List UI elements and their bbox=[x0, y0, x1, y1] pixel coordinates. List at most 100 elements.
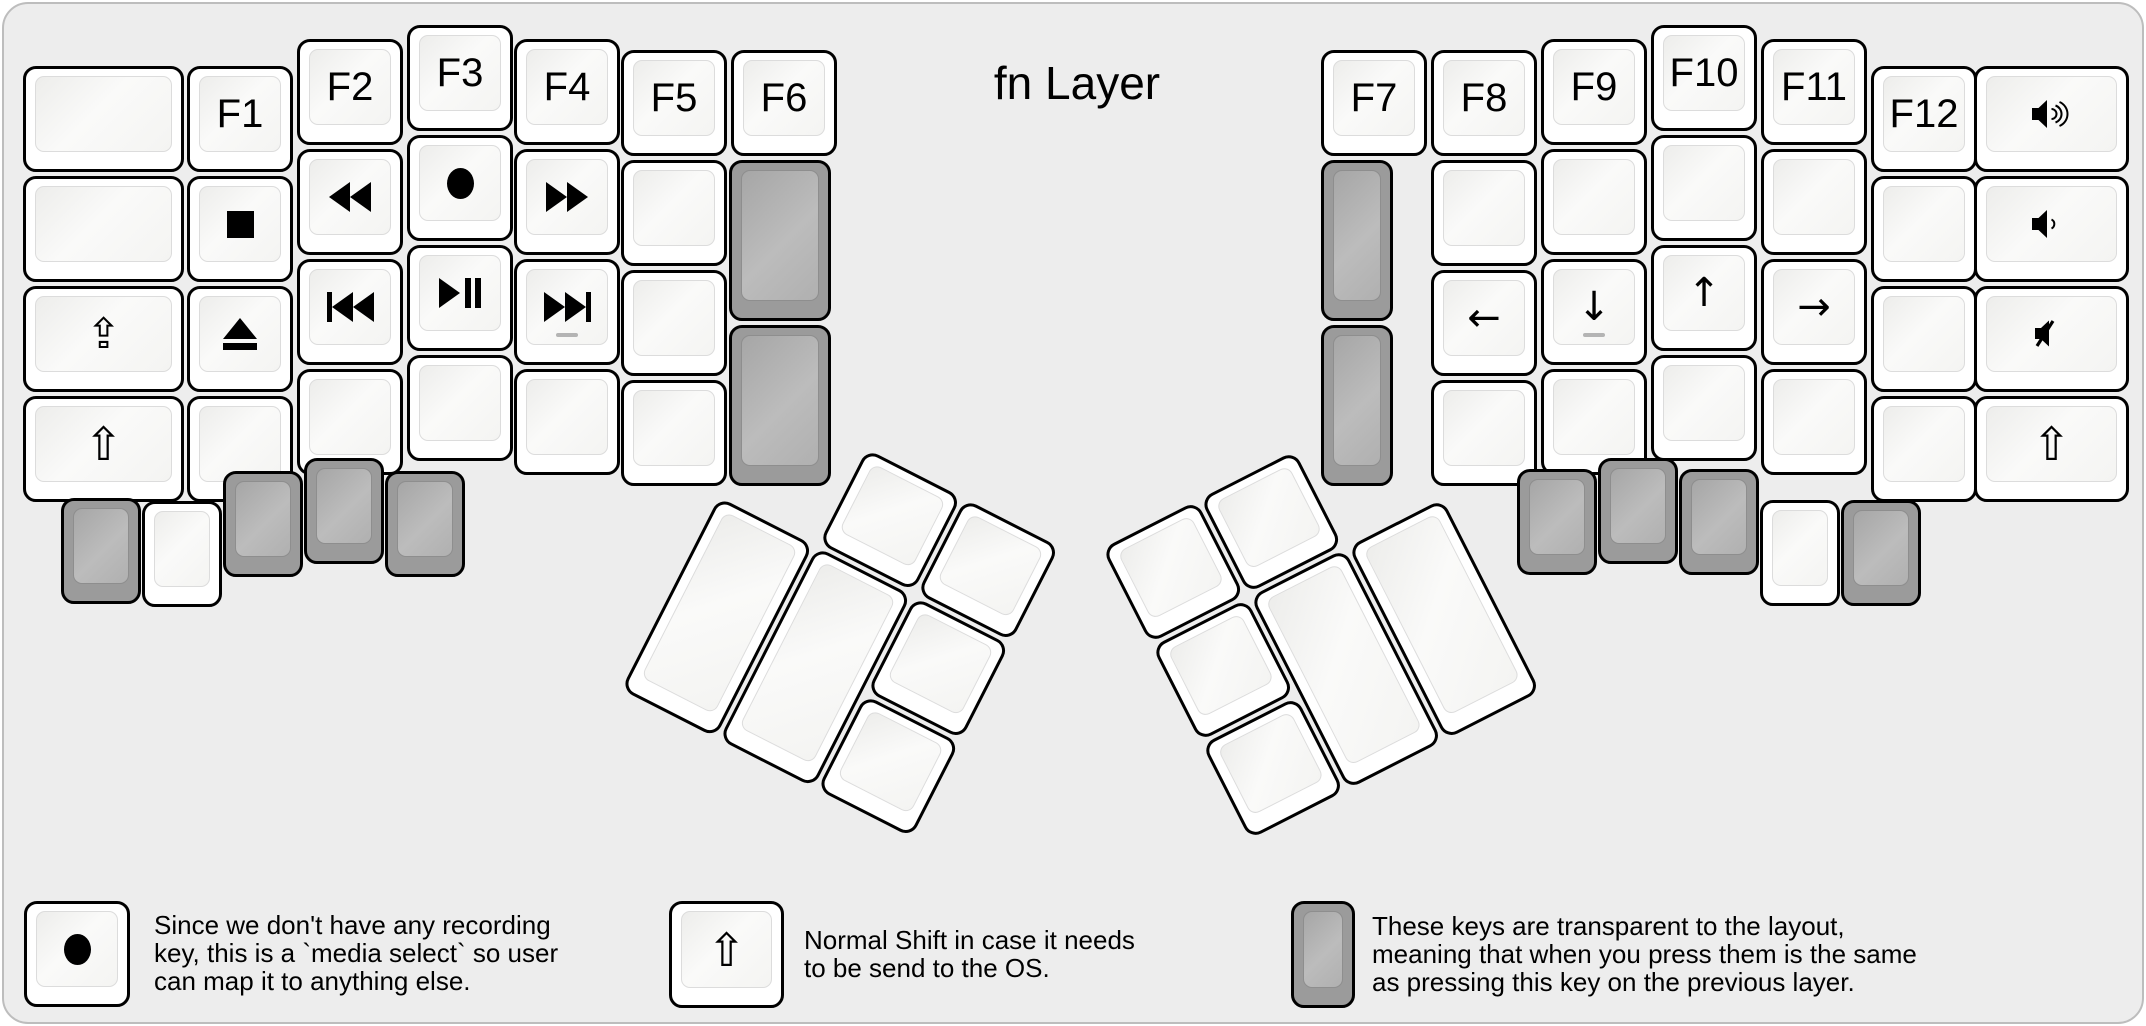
homing-bar bbox=[1583, 333, 1605, 337]
key-blank bbox=[142, 501, 222, 607]
key-f3: F3 bbox=[407, 25, 513, 131]
key-f5: F5 bbox=[621, 50, 727, 156]
rewind-icon bbox=[329, 182, 371, 212]
key-transparent bbox=[223, 471, 303, 577]
key-f6: F6 bbox=[731, 50, 837, 156]
down-icon: ↓ bbox=[1577, 284, 1611, 330]
shift-icon: ⇧ bbox=[84, 417, 123, 471]
key-label: F2 bbox=[326, 64, 374, 109]
key-arrow-left: ← bbox=[1431, 270, 1537, 376]
key-f7: F7 bbox=[1321, 50, 1427, 156]
key-play-pause bbox=[407, 245, 513, 351]
key-arrow-up: ↑ bbox=[1651, 245, 1757, 351]
key-transparent bbox=[729, 160, 831, 321]
record-icon bbox=[446, 167, 474, 199]
key-f4: F4 bbox=[514, 39, 620, 145]
key-blank bbox=[1761, 369, 1867, 475]
key-transparent bbox=[1321, 160, 1393, 321]
key-blank bbox=[1431, 380, 1537, 486]
key-label: F5 bbox=[650, 75, 698, 120]
key-label: F1 bbox=[216, 91, 264, 136]
key-label: F4 bbox=[543, 64, 591, 109]
key-blank bbox=[1431, 160, 1537, 266]
next-icon bbox=[543, 292, 591, 322]
key-blank bbox=[1651, 355, 1757, 461]
capsshift-icon: ⇪ bbox=[85, 309, 122, 358]
right-icon: → bbox=[1797, 284, 1831, 330]
shift-icon: ⇧ bbox=[707, 922, 746, 977]
key-blank bbox=[514, 369, 620, 475]
key-blank bbox=[1760, 500, 1840, 606]
key-shift-right: ⇧ bbox=[1974, 396, 2129, 502]
record-icon bbox=[63, 933, 91, 965]
key-blank bbox=[1541, 149, 1647, 255]
key-label: F6 bbox=[760, 75, 808, 120]
key-f1: F1 bbox=[187, 66, 293, 172]
key-blank bbox=[23, 176, 184, 282]
key-arrow-down: ↓ bbox=[1541, 259, 1647, 365]
key-caps-shift: ⇪ bbox=[23, 286, 184, 392]
key-volume-down bbox=[1974, 176, 2129, 282]
shift-icon: ⇧ bbox=[2032, 417, 2071, 471]
key-next-track bbox=[514, 259, 620, 365]
key-blank bbox=[1871, 396, 1977, 502]
key-blank bbox=[23, 66, 184, 172]
key-transparent bbox=[1321, 325, 1393, 486]
key-blank bbox=[407, 355, 513, 461]
key-f12: F12 bbox=[1871, 66, 1977, 172]
key-transparent bbox=[1679, 469, 1759, 575]
mute-icon bbox=[2029, 317, 2075, 351]
volup-icon bbox=[2029, 97, 2075, 131]
key-label: F9 bbox=[1570, 64, 1618, 109]
key-label: F8 bbox=[1460, 75, 1508, 120]
key-stop bbox=[187, 176, 293, 282]
key-transparent bbox=[1291, 901, 1355, 1008]
key-shift-left: ⇧ bbox=[23, 396, 184, 502]
key-f8: F8 bbox=[1431, 50, 1537, 156]
key-label: F10 bbox=[1669, 50, 1739, 95]
layer-title: fn Layer bbox=[993, 57, 1161, 109]
key-prev-track bbox=[297, 259, 403, 365]
eject-icon bbox=[223, 318, 257, 350]
key-blank bbox=[621, 160, 727, 266]
key-rewind bbox=[297, 149, 403, 255]
key-f11: F11 bbox=[1761, 39, 1867, 145]
key-f10: F10 bbox=[1651, 25, 1757, 131]
key-blank bbox=[1761, 149, 1867, 255]
left-icon: ← bbox=[1467, 295, 1501, 341]
key-blank bbox=[1871, 176, 1977, 282]
key-record bbox=[24, 901, 130, 1007]
legend-transparent-text: These keys are transparent to the layout… bbox=[1372, 910, 1917, 997]
voldown-icon bbox=[2029, 207, 2075, 241]
key-f9: F9 bbox=[1541, 39, 1647, 145]
key-shift: ⇧ bbox=[669, 901, 784, 1008]
key-label: F12 bbox=[1889, 91, 1959, 136]
stop-icon bbox=[226, 210, 254, 238]
up-icon: ↑ bbox=[1687, 270, 1721, 316]
key-label: F11 bbox=[1781, 64, 1847, 109]
playpause-icon bbox=[439, 278, 481, 308]
key-transparent bbox=[61, 498, 141, 604]
key-label: F7 bbox=[1350, 75, 1398, 120]
key-blank bbox=[1871, 286, 1977, 392]
key-transparent bbox=[1517, 469, 1597, 575]
key-transparent bbox=[304, 458, 384, 564]
homing-bar bbox=[556, 333, 578, 337]
key-fast-forward bbox=[514, 149, 620, 255]
key-transparent bbox=[1841, 500, 1921, 606]
key-volume-up bbox=[1974, 66, 2129, 172]
key-arrow-right: → bbox=[1761, 259, 1867, 365]
key-blank bbox=[621, 380, 727, 486]
key-transparent bbox=[729, 325, 831, 486]
key-mute bbox=[1974, 286, 2129, 392]
key-label: F3 bbox=[436, 50, 484, 95]
key-record bbox=[407, 135, 513, 241]
prev-icon bbox=[326, 292, 374, 322]
key-blank bbox=[1651, 135, 1757, 241]
key-f2: F2 bbox=[297, 39, 403, 145]
ffwd-icon bbox=[546, 182, 588, 212]
